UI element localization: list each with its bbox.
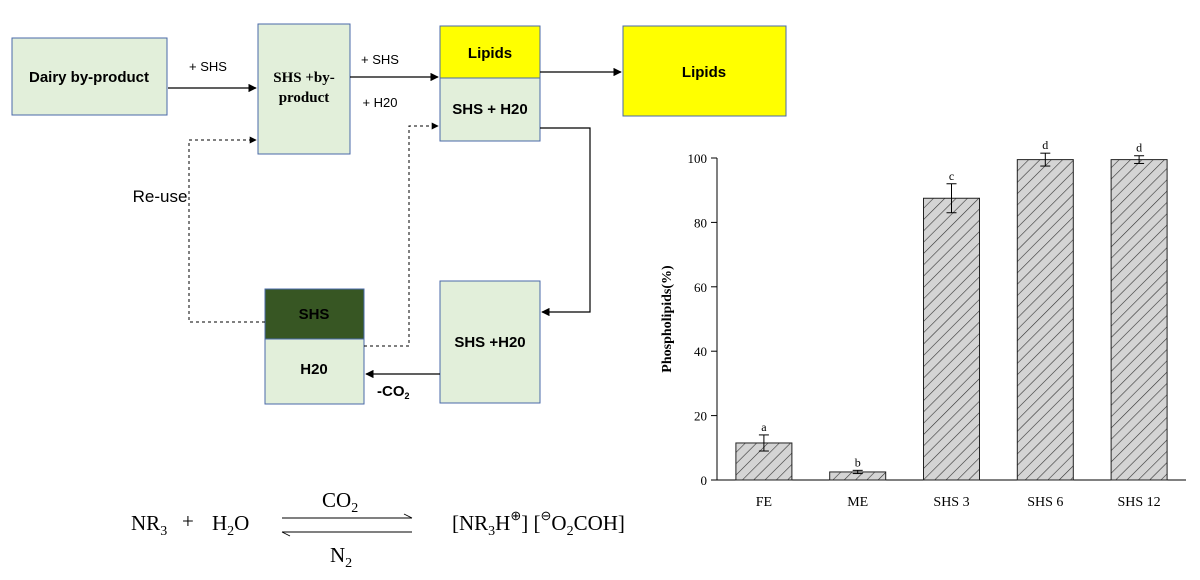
x-tick-label: SHS 12	[1118, 495, 1161, 510]
h2o-recovered-label: H20	[300, 361, 328, 378]
reactant-amine: NR3	[131, 511, 167, 539]
shs-h2o-box	[439, 280, 541, 404]
lipids-layer-box	[439, 25, 541, 79]
lipids-layer-label: Lipids	[468, 45, 512, 62]
equilibrium-equation: NR3 + H2O CO2 N2 [NR3H⊕] [⊖O2COH]	[131, 488, 625, 571]
shs-byproduct-box	[257, 23, 351, 155]
bar	[923, 197, 980, 481]
shs-h2o-box-label: SHS +H20	[454, 334, 525, 351]
bar	[1016, 159, 1074, 481]
arrow2-label-bottom: + H20	[362, 95, 397, 110]
reactant-water: H2O	[212, 511, 249, 539]
shs-recovered-label: SHS	[299, 306, 330, 323]
x-tick-label: ME	[847, 495, 868, 510]
process-flow-diagram: Dairy by-product + SHS SHS +by- product …	[11, 23, 787, 405]
significance-letter: d	[1042, 138, 1048, 152]
reverse-condition: N2	[330, 543, 352, 571]
shs-h2o-layer-label: SHS + H20	[452, 101, 527, 118]
co2-removal-label: -CO2	[377, 383, 410, 401]
reuse-shs-dashed-arrow	[188, 136, 265, 323]
arrow1-label: + SHS	[189, 59, 227, 74]
arrow2-label-top: + SHS	[361, 52, 399, 67]
reuse-h2o-dashed-arrow	[364, 122, 439, 347]
reverse-arrowhead	[281, 531, 291, 537]
shs-byproduct-label-line2: product	[279, 90, 330, 106]
y-ticks: 0 20 40 60 80 100	[688, 151, 717, 488]
y-tick-label: 0	[701, 473, 708, 488]
lipids-output-label: Lipids	[682, 64, 726, 81]
shs-byproduct-label-line1: SHS +by-	[273, 70, 335, 86]
shs-h2o-layer-box	[439, 77, 541, 142]
y-tick-label: 60	[694, 280, 707, 295]
plus-sign: +	[182, 509, 194, 533]
x-tick-label: SHS 3	[933, 495, 969, 510]
significance-letter: d	[1136, 141, 1142, 155]
forward-arrowhead	[403, 513, 413, 519]
significance-letter: a	[761, 420, 767, 434]
dairy-byproduct-label: Dairy by-product	[29, 69, 149, 86]
product-salt: [NR3H⊕] [⊖O2COH]	[452, 508, 625, 539]
reuse-label: Re-use	[133, 187, 188, 206]
x-tick-label: FE	[756, 495, 772, 510]
forward-condition: CO2	[322, 488, 358, 516]
bar	[1110, 159, 1168, 481]
significance-letter: c	[949, 169, 954, 183]
lipids-output-box	[622, 25, 787, 117]
y-tick-label: 20	[694, 409, 707, 424]
y-tick-label: 40	[694, 344, 707, 359]
arrow-layer-to-co2-removal	[540, 127, 591, 317]
y-tick-label: 100	[688, 151, 708, 166]
y-tick-label: 80	[694, 215, 707, 230]
dairy-byproduct-box	[11, 37, 168, 116]
shs-recovered-box	[264, 288, 365, 340]
x-tick-label: SHS 6	[1027, 495, 1063, 510]
h2o-recovered-box	[264, 338, 365, 405]
phospholipids-bar-chart: Phospholipids(%) 0 20 40 60 80 100 aFE bME cSHS…	[660, 138, 1186, 510]
significance-letter: b	[855, 455, 861, 469]
y-axis-label: Phospholipids(%)	[660, 265, 675, 373]
